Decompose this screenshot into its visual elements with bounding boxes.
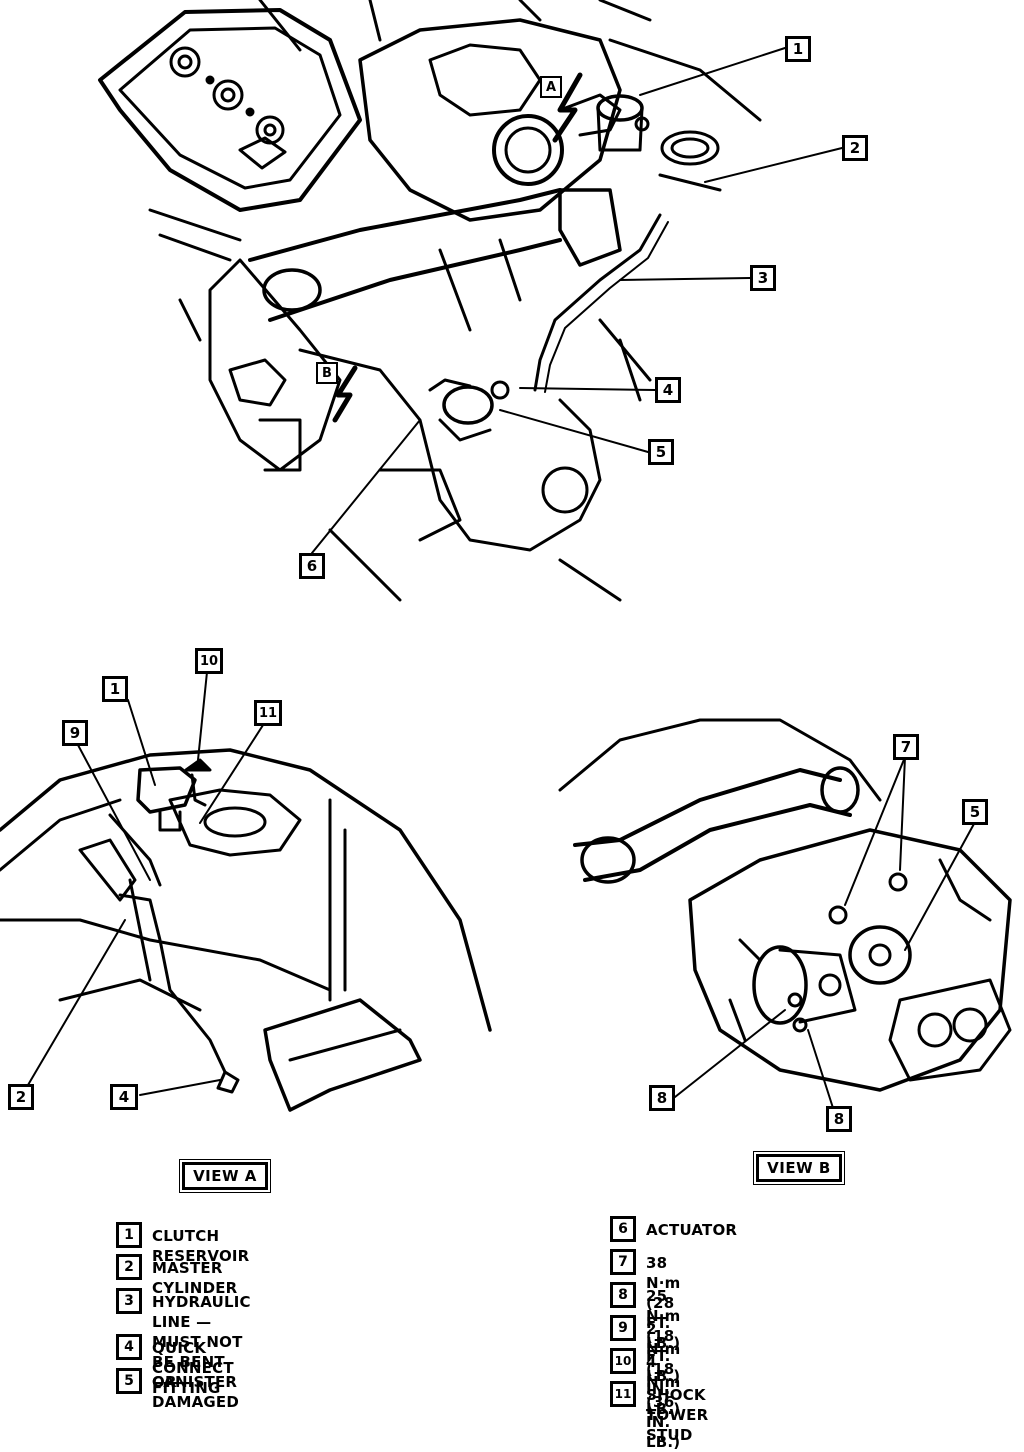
callout-view-a-9: 9: [62, 720, 88, 746]
callout-top-2: 2: [842, 135, 868, 161]
legend-label: 25 N·m (18 FT. LB.): [646, 1287, 681, 1385]
legend-number: 11: [610, 1381, 636, 1407]
legend-item: 4 QUICK CONNECT FITTING: [116, 1334, 234, 1398]
legend-label: CANISTER: [152, 1373, 238, 1391]
view-a-illustration: [0, 671, 492, 1112]
legend-number: 7: [610, 1249, 636, 1275]
callout-top-4: 4: [655, 377, 681, 403]
legend-label: SHOCK TOWER STUD: [646, 1386, 709, 1444]
line-art: [0, 0, 1012, 1112]
legend-number: 4: [116, 1334, 142, 1360]
legend-label: CLUTCH RESERVOIR: [152, 1227, 250, 1265]
legend-number: 2: [116, 1254, 142, 1280]
legend-number: 10: [610, 1348, 636, 1374]
legend-item: 8 25 N·m (18 FT. LB.): [610, 1282, 680, 1386]
legend-label: HYDRAULIC LINE — MUST NOT BE BENT OR DAM…: [152, 1293, 251, 1411]
legend-number: 8: [610, 1282, 636, 1308]
legend-number: 6: [610, 1216, 636, 1242]
legend-label: 38 N·m (28 FT. LB.): [646, 1254, 681, 1352]
callout-view-b-8-left: 8: [649, 1085, 675, 1111]
legend-number: 5: [116, 1368, 142, 1394]
legend-label: MASTER CYLINDER: [152, 1259, 238, 1297]
callout-view-b-8-right: 8: [826, 1106, 852, 1132]
legend-item: 1 CLUTCH RESERVOIR: [116, 1222, 249, 1266]
legend-item: 5 CANISTER: [116, 1368, 237, 1394]
legend-item: 3 HYDRAULIC LINE — MUST NOT BE BENT OR D…: [116, 1288, 251, 1412]
legend-item: 6 ACTUATOR: [610, 1216, 737, 1242]
callout-view-a-1: 1: [102, 676, 128, 702]
legend-item: 7 38 N·m (28 FT. LB.): [610, 1249, 680, 1353]
legend-number: 3: [116, 1288, 142, 1314]
view-b-illustration: [558, 718, 1012, 1109]
legend-number: 9: [610, 1315, 636, 1341]
legend-label: QUICK CONNECT FITTING: [152, 1339, 234, 1397]
callout-view-a-11: 11: [254, 700, 282, 726]
callout-view-a-4: 4: [110, 1084, 138, 1110]
callout-top-6: 6: [299, 553, 325, 579]
view-b-label: VIEW B: [753, 1151, 845, 1185]
engine-top-view: [98, 0, 843, 602]
legend-number: 1: [116, 1222, 142, 1248]
legend-label: ACTUATOR: [646, 1221, 738, 1239]
marker-a: A: [540, 76, 562, 98]
callout-top-3: 3: [750, 265, 776, 291]
callout-view-a-10: 10: [195, 648, 223, 674]
view-a-label: VIEW A: [179, 1159, 271, 1193]
legend-item: 11 SHOCK TOWER STUD: [610, 1381, 708, 1445]
marker-b: B: [316, 362, 338, 384]
legend-item: 2 MASTER CYLINDER: [116, 1254, 237, 1298]
callout-view-b-7: 7: [893, 734, 919, 760]
callout-top-5: 5: [648, 439, 674, 465]
callout-view-a-2: 2: [8, 1084, 34, 1110]
callout-view-b-5: 5: [962, 799, 988, 825]
callout-top-1: 1: [785, 36, 811, 62]
